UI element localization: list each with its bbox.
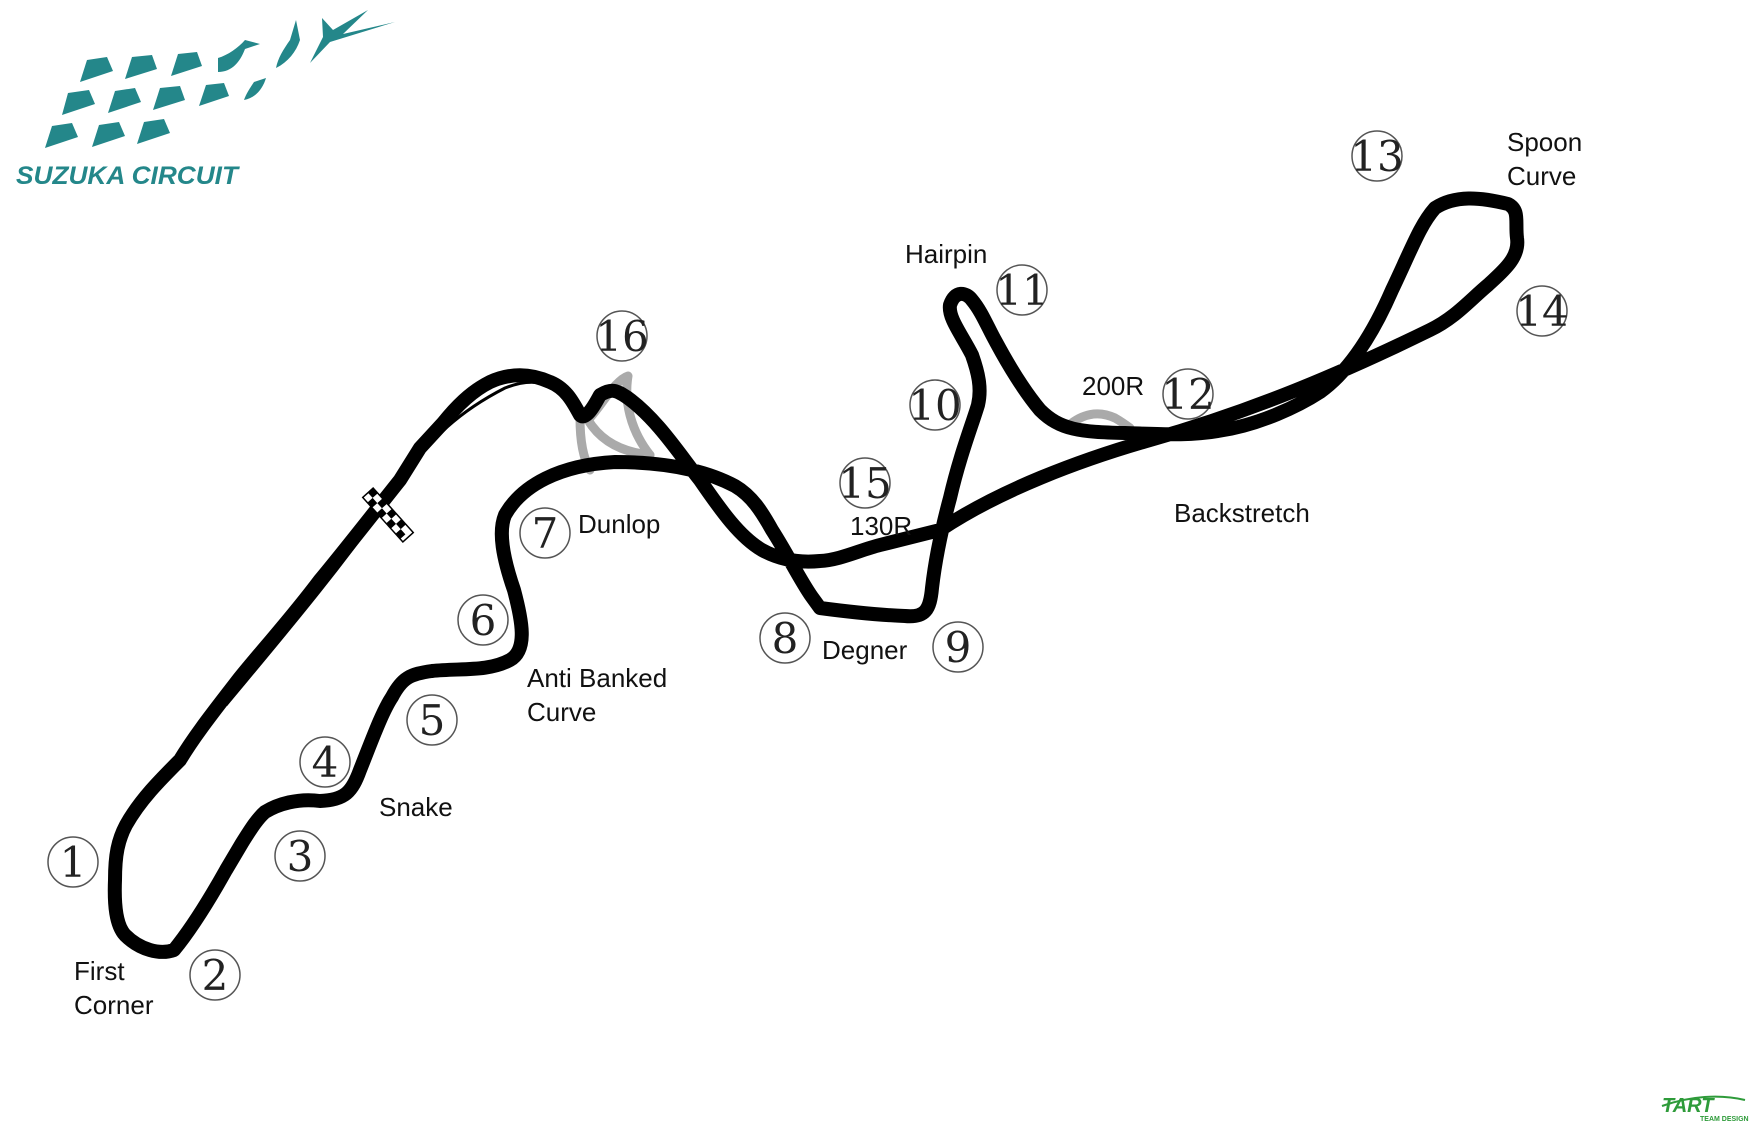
corner-marker-16: 16 — [595, 310, 649, 362]
corner-marker-14: 14 — [1515, 285, 1569, 337]
label-snake: Snake — [379, 792, 453, 822]
svg-text:1: 1 — [60, 838, 87, 887]
corner-marker-3: 3 — [274, 830, 326, 882]
corner-marker-1: 1 — [47, 836, 99, 888]
straight-inner-line-2 — [224, 485, 400, 706]
label-dunlop: Dunlop — [578, 509, 660, 539]
svg-text:14: 14 — [1515, 287, 1568, 336]
label-backstretch: Backstretch — [1174, 498, 1310, 528]
corner-marker-8: 8 — [759, 612, 811, 664]
label-hairpin: Hairpin — [905, 239, 987, 269]
corner-marker-4: 4 — [299, 736, 351, 788]
svg-text:8: 8 — [772, 614, 799, 663]
straight-inner-line — [406, 380, 561, 473]
svg-text:16: 16 — [595, 312, 648, 361]
corner-marker-5: 5 — [406, 694, 458, 746]
start-finish-flag-icon — [361, 486, 415, 544]
svg-text:2: 2 — [202, 951, 229, 1000]
credit-subtext: TEAM DESIGN — [1700, 1116, 1749, 1123]
svg-text:5: 5 — [419, 696, 446, 745]
svg-text:15: 15 — [838, 459, 891, 508]
corner-marker-10: 10 — [908, 379, 962, 431]
track-outline — [107, 191, 1525, 959]
checkered-flag-icon — [45, 10, 395, 148]
corner-marker-6: 6 — [457, 594, 509, 646]
svg-text:13: 13 — [1350, 132, 1403, 181]
svg-text:9: 9 — [945, 623, 972, 672]
corner-marker-9: 9 — [932, 621, 984, 673]
label-first-corner-line2: Corner — [74, 990, 154, 1020]
label-anti-banked-line1: Anti Banked — [527, 663, 667, 693]
corner-marker-13: 13 — [1350, 130, 1404, 182]
suzuka-logo: SUZUKA CIRCUIT — [16, 10, 395, 190]
label-spoon-line1: Spoon — [1507, 127, 1582, 157]
svg-text:10: 10 — [908, 381, 961, 430]
corner-marker-12: 12 — [1161, 368, 1215, 420]
credit-swoosh-icon — [1661, 1095, 1746, 1107]
corner-marker-2: 2 — [189, 949, 241, 1001]
credit-logo: TART TEAM DESIGN — [1661, 1095, 1749, 1123]
corner-marker-11: 11 — [995, 264, 1049, 316]
credit-text: TART — [1662, 1095, 1715, 1117]
label-first-corner-line1: First — [74, 956, 125, 986]
label-200r: 200R — [1082, 371, 1144, 401]
svg-text:4: 4 — [312, 738, 339, 787]
corner-marker-7: 7 — [519, 507, 571, 559]
label-130r: 130R — [850, 511, 912, 541]
svg-text:7: 7 — [532, 509, 559, 558]
logo-text: SUZUKA CIRCUIT — [16, 162, 241, 190]
svg-text:12: 12 — [1161, 370, 1214, 419]
svg-text:6: 6 — [470, 596, 497, 645]
svg-text:3: 3 — [287, 832, 314, 881]
corner-marker-15: 15 — [838, 457, 892, 509]
svg-text:11: 11 — [995, 266, 1048, 315]
label-anti-banked-line2: Curve — [527, 697, 596, 727]
label-degner: Degner — [822, 635, 908, 665]
label-spoon-line2: Curve — [1507, 161, 1576, 191]
